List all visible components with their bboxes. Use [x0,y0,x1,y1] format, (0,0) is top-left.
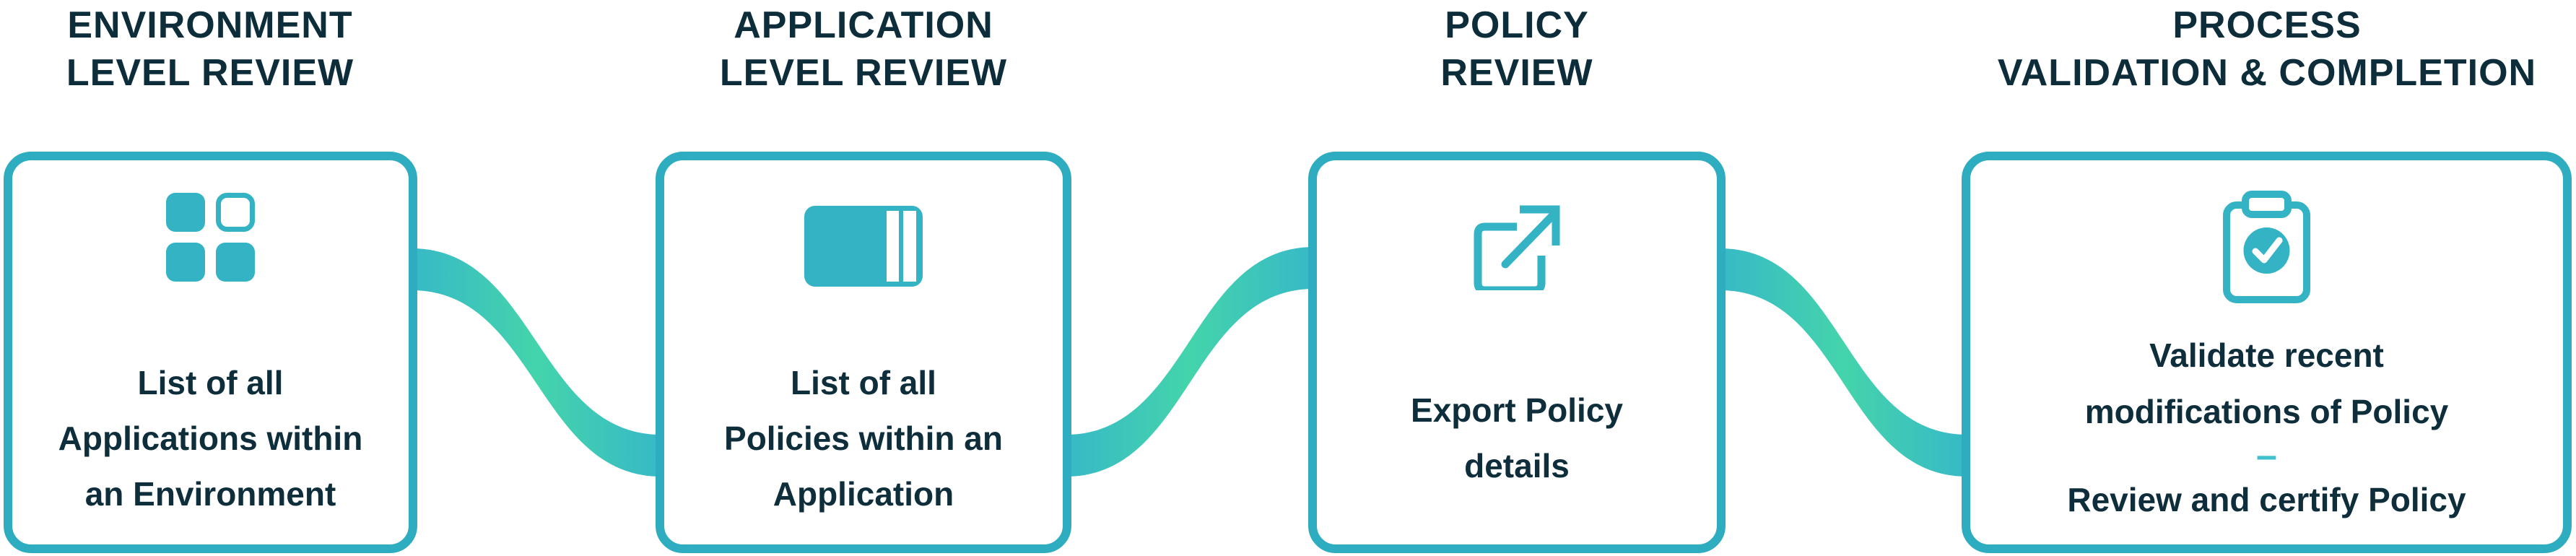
step-1-title: ENVIRONMENT LEVEL REVIEW [0,1,571,97]
clipboard-check-icon [1970,191,2563,303]
step-4-card: Validate recent modifications of Policy … [1962,152,2572,553]
connector-3-4 [1720,248,1967,477]
step-1-card: List of all Applications within an Envir… [4,152,417,553]
description-line: modifications of Policy [2084,393,2449,430]
step-2-card: List of all Policies within an Applicati… [656,152,1071,553]
connector-2-3 [1066,247,1314,477]
step-3-card: Export Policy details [1308,152,1726,553]
description-line: Application [773,474,954,513]
step-3-title: POLICY REVIEW [1156,1,1878,97]
step-1-description: List of all Applications within an Envir… [21,334,400,543]
description-line: Validate recent [2149,336,2384,374]
description-line: Export Policy [1411,391,1623,429]
description-line: an Environment [84,474,336,513]
step-1-title-line-1: ENVIRONMENT [67,4,353,46]
step-2-title: APPLICATION LEVEL REVIEW [502,1,1224,97]
description-line: details [1464,447,1570,485]
step-3-description: Export Policy details [1326,334,1708,543]
step-2-title-line-1: APPLICATION [734,4,993,46]
description-line: Policies within an [724,419,1003,457]
step-4-description: Validate recent modifications of Policy … [1979,326,2554,529]
step-4-title: PROCESS VALIDATION & COMPLETION [1906,1,2576,97]
step-2-title-line-2: LEVEL REVIEW [719,52,1008,94]
description-line: Applications within [58,419,363,457]
description-line: List of all [791,363,936,401]
step-4-title-line-1: PROCESS [2172,4,2362,46]
external-link-icon [1317,201,1717,290]
step-1-title-line-2: LEVEL REVIEW [66,52,354,94]
grid-icon [12,193,409,282]
step-2-description: List of all Policies within an Applicati… [673,334,1054,543]
step-3-title-line-2: REVIEW [1440,52,1593,94]
description-line: Review and certify Policy [2067,481,2466,518]
cards-icon [664,206,1063,288]
separator-dash: – [2256,435,2277,477]
connector-1-2 [412,248,661,477]
step-3-title-line-1: POLICY [1445,4,1589,46]
step-4-title-line-2: VALIDATION & COMPLETION [1997,52,2537,94]
description-line: List of all [137,363,284,401]
